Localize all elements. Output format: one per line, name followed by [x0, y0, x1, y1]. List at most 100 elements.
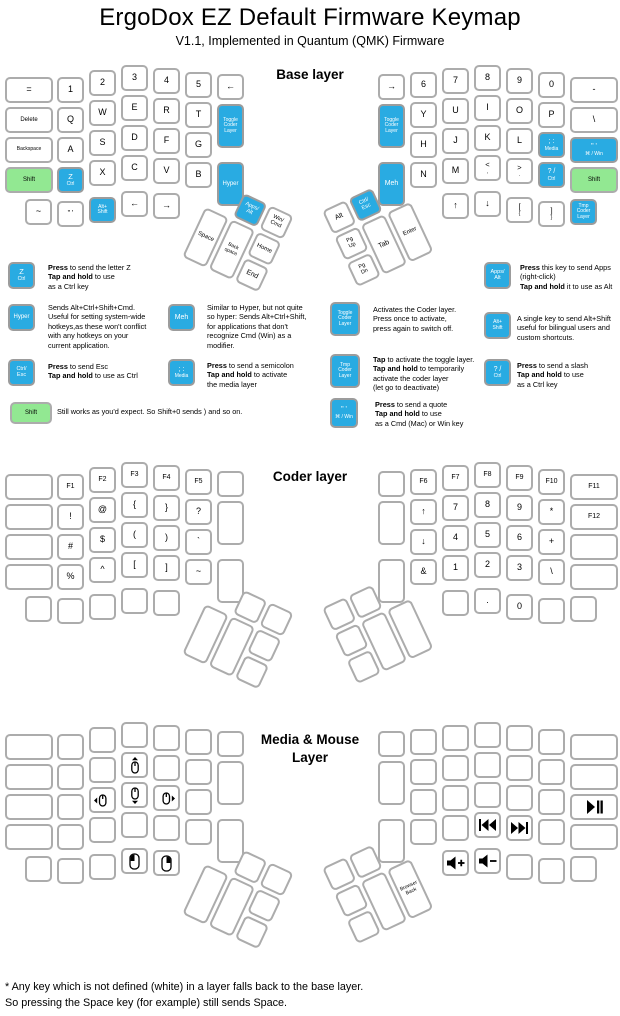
base-right-half-key-tmp-coder-layer: Tmp Coder Layer	[570, 199, 597, 225]
base-left-half-key-symbol: " '	[57, 201, 84, 227]
key-label: F3	[130, 471, 139, 479]
base-right-half-key-o: O	[506, 98, 533, 124]
media-right-half-key-prev-track	[474, 812, 501, 838]
key-label: Toggle Coder Layer	[337, 309, 353, 327]
media-left-half-key-blank	[57, 858, 84, 884]
base-left-half-key-symbol: ←	[217, 74, 244, 100]
coder-left-half-key-symbol: !	[57, 504, 84, 530]
coder-left-half-key-symbol: `	[185, 529, 212, 555]
media-left-half-key-blank	[89, 757, 116, 783]
media-right-half-key-blank	[538, 819, 565, 845]
media-right-half-key-blank	[442, 725, 469, 751]
coder-left-half-key-blank	[217, 471, 244, 497]
coder-left-half-key-f4: F4	[153, 465, 180, 491]
key-label: F5	[194, 478, 203, 486]
key-label: Hyper	[13, 314, 30, 321]
key-label: )	[165, 532, 168, 543]
footnote-line-2: So pressing the Space key (for example) …	[5, 997, 288, 1010]
base-right-half-key-j: J	[442, 128, 469, 154]
coder-right-half-key-symbol: ↓	[410, 529, 437, 555]
coder-left-half-key-symbol: }	[153, 495, 180, 521]
base-left-half-key-4: 4	[153, 68, 180, 94]
key-label: E	[131, 102, 138, 113]
media-right-half-key-blank	[506, 854, 533, 880]
base-left-half-key-c: C	[121, 155, 148, 181]
base-right-half-key-l: L	[506, 128, 533, 154]
legend-key-hyper: Hyper	[8, 304, 35, 331]
coder-right-half-key-blank	[442, 590, 469, 616]
key-label: F7	[451, 474, 460, 482]
key-label: N	[420, 169, 427, 180]
key-sublabel: }	[550, 214, 553, 221]
mouse-left-click-icon	[127, 852, 142, 870]
coder-left-half-key-blank	[5, 504, 53, 530]
key-label: Win/ Cmd	[269, 213, 285, 230]
base-right-half-key-y: Y	[410, 102, 437, 128]
base-left-half-key-symbol: ←	[121, 191, 148, 217]
coder-right-half-key-f7: F7	[442, 465, 469, 491]
coder-right-half-key-3: 3	[506, 555, 533, 581]
key-label: 7	[452, 502, 458, 513]
base-right-half-key-meh: Meh	[378, 162, 405, 206]
key-label: Shift	[24, 409, 37, 416]
base-right-half-key-i: I	[474, 95, 501, 121]
media-right-half-key-blank	[410, 759, 437, 785]
base-left-half-key-shift: Shift	[5, 167, 53, 193]
base-left-half-key-r: R	[153, 98, 180, 124]
media-left-half-key-blank	[185, 819, 212, 845]
coder-right-half-key-6: 6	[506, 525, 533, 551]
key-label: +	[548, 536, 555, 547]
vol-down-icon	[478, 854, 497, 868]
key-label: }	[164, 502, 168, 513]
legend-key-symbol: ; :Media	[168, 359, 195, 386]
base-right-half-key-symbol: -	[570, 77, 618, 103]
key-label: D	[131, 132, 138, 143]
coder-right-half-key-blank	[378, 559, 405, 603]
key-label: F1	[66, 483, 75, 491]
coder-left-half-key-symbol: ~	[185, 559, 212, 585]
base-left-half-key-delete: Delete	[5, 107, 53, 133]
key-label: ]	[165, 562, 168, 573]
media-right-half-key-blank	[570, 734, 618, 760]
footnote-line-1: * Any key which is not defined (white) i…	[5, 981, 364, 993]
media-left-half-key-blank	[57, 794, 84, 820]
media-right-half-key-blank	[570, 856, 597, 882]
key-label: Hyper	[222, 180, 239, 187]
base-left-half-key-5: 5	[185, 72, 212, 98]
base-left-half-key-f: F	[153, 128, 180, 154]
key-label: -	[592, 84, 596, 95]
key-label: Delete	[20, 116, 38, 123]
media-left-half-key-blank	[185, 729, 212, 755]
media-left-half-key-blank	[217, 761, 244, 805]
coder-right-half-key-0: 0	[506, 594, 533, 620]
key-sublabel: Media	[544, 145, 559, 152]
key-label: Toggle Coder Layer	[384, 116, 399, 134]
base-left-half-key-t: T	[185, 102, 212, 128]
base-right-half-key-h: H	[410, 132, 437, 158]
coder-left-half-key-f1: F1	[57, 474, 84, 500]
base-right-half-key-k: K	[474, 125, 501, 151]
footnote: * Any key which is not defined (white) i…	[5, 979, 363, 1011]
key-label: ^	[100, 564, 105, 575]
key-label: .	[486, 595, 489, 606]
media-right-half-key-blank	[442, 785, 469, 811]
media-right-half-key-blank	[538, 759, 565, 785]
media-left-half-key-blank	[185, 789, 212, 815]
key-label: \	[550, 566, 553, 577]
key-label: K	[484, 132, 491, 143]
coder-left-half-key-blank	[89, 594, 116, 620]
media-right-half-key-blank	[570, 764, 618, 790]
key-label: 5	[484, 529, 490, 540]
key-label: Tmp Coder Layer	[338, 361, 352, 379]
media-left-half-key-blank	[57, 764, 84, 790]
key-label: 0	[548, 79, 554, 90]
base-left-half-key-v: V	[153, 158, 180, 184]
media-left-half-key-blank	[89, 727, 116, 753]
base-right-half-key-0: 0	[538, 72, 565, 98]
key-label: Tmp Coder Layer	[576, 202, 591, 220]
key-label: 6	[516, 532, 522, 543]
key-label: B	[195, 169, 202, 180]
key-label: (	[133, 529, 136, 540]
media-right-half-key-blank	[474, 782, 501, 808]
